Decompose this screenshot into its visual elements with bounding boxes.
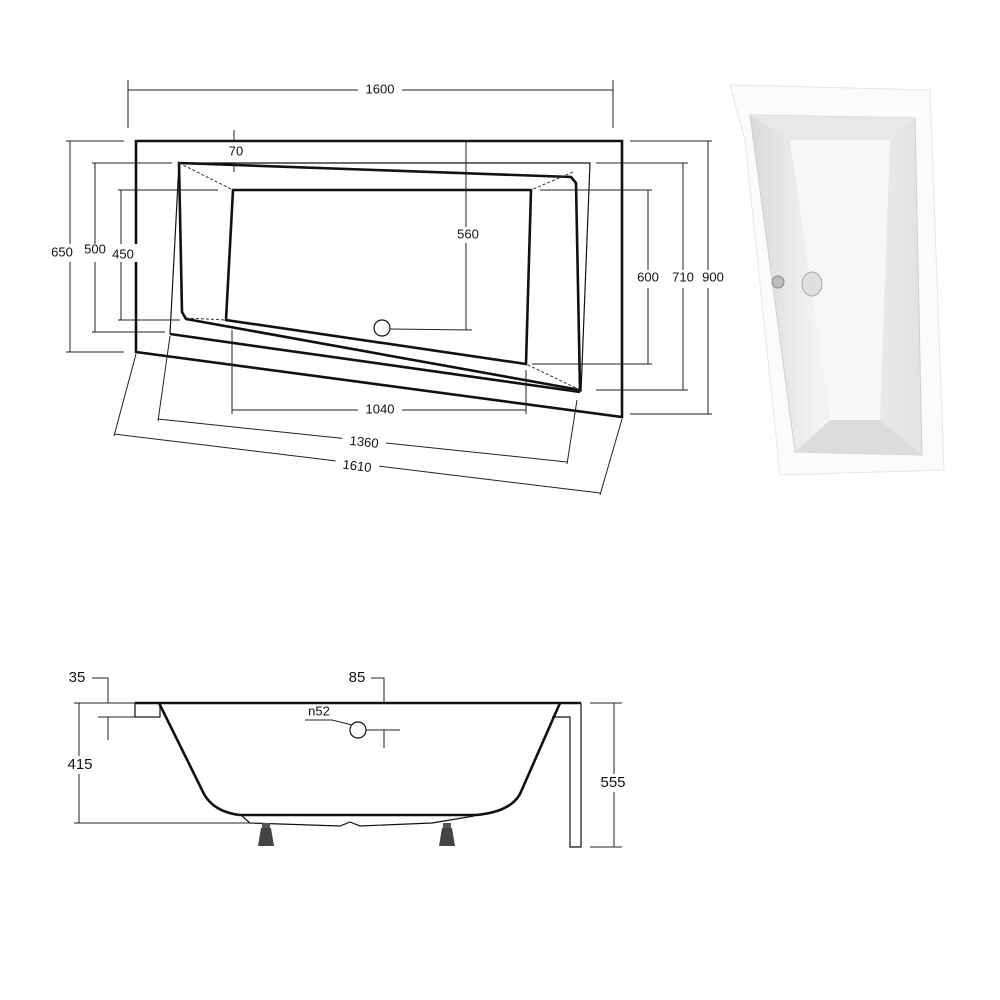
dim-85: 85 <box>349 669 366 686</box>
foot-right <box>439 823 455 846</box>
dim-900: 900 <box>702 269 724 284</box>
bowl-outline <box>177 161 582 392</box>
dim-1610: 1610 <box>342 457 373 475</box>
overflow-icon <box>349 721 367 739</box>
dim-1040: 1040 <box>366 401 395 416</box>
floor-outline <box>224 188 533 366</box>
front-rim-edge <box>169 332 581 394</box>
dim-600: 600 <box>637 269 659 284</box>
foot-left <box>258 823 274 846</box>
dim-415: 415 <box>67 756 92 773</box>
rim-outline <box>169 162 591 393</box>
drain-icon <box>373 319 391 337</box>
dim-70: 70 <box>229 143 243 158</box>
dim-450: 450 <box>112 246 134 261</box>
dim-500: 500 <box>84 241 106 256</box>
outer-footprint <box>134 139 624 419</box>
dim-555: 555 <box>600 774 625 791</box>
side-view: 35 415 85 n52 555 <box>62 669 632 848</box>
dim-560: 560 <box>457 226 479 241</box>
dim-1600: 1600 <box>366 81 395 96</box>
dim-710: 710 <box>672 269 694 284</box>
bowl-profile <box>157 702 562 817</box>
rim-block <box>134 702 161 718</box>
dim-35: 35 <box>69 669 86 686</box>
top-view: 1600 70 560 650 500 450 600 710 900 104 <box>48 80 726 496</box>
dim-n52: n52 <box>308 703 330 718</box>
dim-650: 650 <box>51 244 73 259</box>
dim-1360: 1360 <box>349 433 379 451</box>
bathtub-photo <box>729 84 945 476</box>
